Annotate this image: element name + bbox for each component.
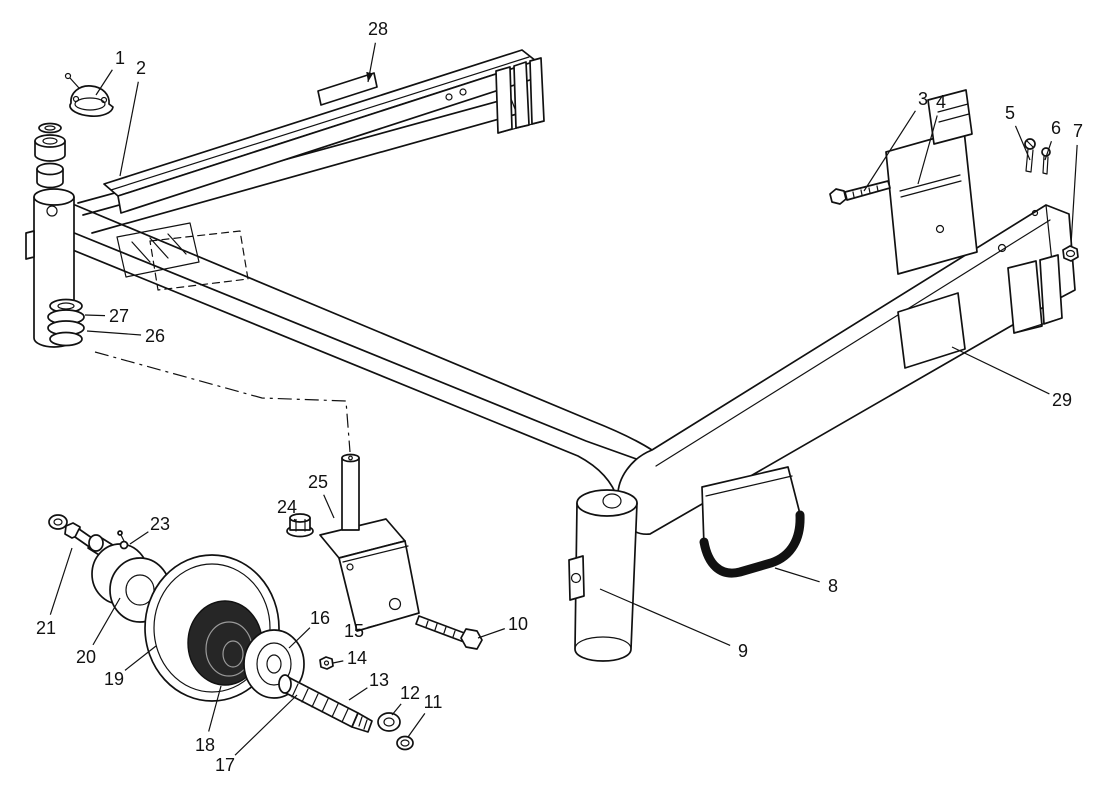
callout-label-21: 21 (36, 618, 56, 638)
callout-label-28: 28 (368, 19, 388, 39)
part-upper-rail (77, 85, 518, 234)
part-hitch-bracket-4 (885, 89, 978, 275)
part-nut-14 (319, 656, 334, 670)
part-grease-fitting-23 (117, 530, 129, 550)
callout-leader-2 (119, 81, 139, 177)
callout-label-3: 3 (918, 89, 928, 109)
part-ring-11 (396, 735, 414, 751)
part-washer-12 (377, 712, 401, 732)
callout-label-13: 13 (369, 670, 389, 690)
part-hub-20 (87, 534, 171, 623)
part-bushing-stack (34, 122, 66, 189)
callout-label-5: 5 (1005, 103, 1015, 123)
part-caster-fork-15 (319, 518, 420, 632)
callout-leader-11 (407, 713, 426, 738)
callout-label-29: 29 (1052, 390, 1072, 410)
callout-label-4: 4 (936, 92, 946, 112)
callout-label-24: 24 (277, 497, 297, 517)
part-bolt-3 (829, 180, 891, 205)
callout-label-25: 25 (308, 472, 328, 492)
part-nut-24 (286, 513, 314, 538)
part-front-rail (617, 204, 1076, 535)
callout-leader-24 (293, 518, 297, 523)
callout-label-18: 18 (195, 735, 215, 755)
callout-leader-6 (1044, 141, 1053, 161)
callout-label-2: 2 (136, 58, 146, 78)
part-spline-shaft-13 (278, 674, 373, 733)
part-skid-foot-8 (699, 466, 805, 578)
callout-label-12: 12 (400, 683, 420, 703)
callout-leader-17 (234, 694, 298, 756)
callout-label-16: 16 (310, 608, 330, 628)
callout-label-7: 7 (1073, 121, 1083, 141)
callout-leader-16 (288, 627, 311, 649)
part-mount-tube-9 (568, 489, 638, 662)
callout-leader-5 (1014, 125, 1031, 161)
callout-leader-28 (366, 42, 376, 83)
part-ring-stack-26-27 (47, 298, 85, 347)
callout-label-11: 11 (424, 692, 443, 712)
callout-leader-26 (86, 330, 142, 336)
callout-label-26: 26 (145, 326, 165, 346)
callout-leader-20 (92, 597, 121, 646)
callout-label-20: 20 (76, 647, 96, 667)
callout-leader-8 (774, 567, 820, 583)
callout-label-17: 17 (215, 755, 235, 775)
callout-leader-9 (599, 588, 731, 646)
callout-leader-29 (951, 346, 1050, 395)
callout-label-9: 9 (738, 641, 748, 661)
callout-label-14: 14 (347, 648, 367, 668)
part-screws-5-6 (1024, 138, 1051, 217)
callout-label-1: 1 (115, 48, 125, 68)
callout-label-6: 6 (1051, 118, 1061, 138)
callout-leader-10 (477, 628, 505, 639)
callout-leader-15 (367, 623, 382, 629)
callout-label-8: 8 (828, 576, 838, 596)
callout-leader-14 (332, 660, 344, 664)
callout-label-10: 10 (508, 614, 528, 634)
callout-leader-23 (129, 531, 149, 545)
callout-leader-13 (348, 687, 368, 701)
part-stem-25 (341, 453, 360, 531)
callout-leader-12 (391, 703, 402, 716)
assembly-centerline (94, 351, 351, 453)
callout-label-19: 19 (104, 669, 124, 689)
callout-leader-3 (863, 110, 916, 192)
callout-leader-4 (917, 115, 938, 185)
callout-leader-25 (323, 494, 335, 519)
part-rear-crossmember (103, 49, 545, 214)
part-nut-7 (1062, 245, 1079, 262)
callout-leader-27 (84, 314, 106, 317)
part-bolt-10 (415, 615, 483, 650)
frame-assembly-artwork (25, 49, 1079, 751)
part-side-plate-29 (897, 292, 966, 369)
callout-label-15: 15 (344, 621, 364, 641)
callout-leader-1 (95, 69, 113, 96)
callout-label-23: 23 (150, 514, 170, 534)
callout-leader-19 (124, 645, 157, 671)
callout-leader-18 (208, 685, 222, 732)
callout-leader-21 (49, 547, 73, 615)
callout-leader-7 (1070, 144, 1078, 246)
part-cap-1 (64, 72, 114, 117)
callout-label-27: 27 (109, 306, 129, 326)
